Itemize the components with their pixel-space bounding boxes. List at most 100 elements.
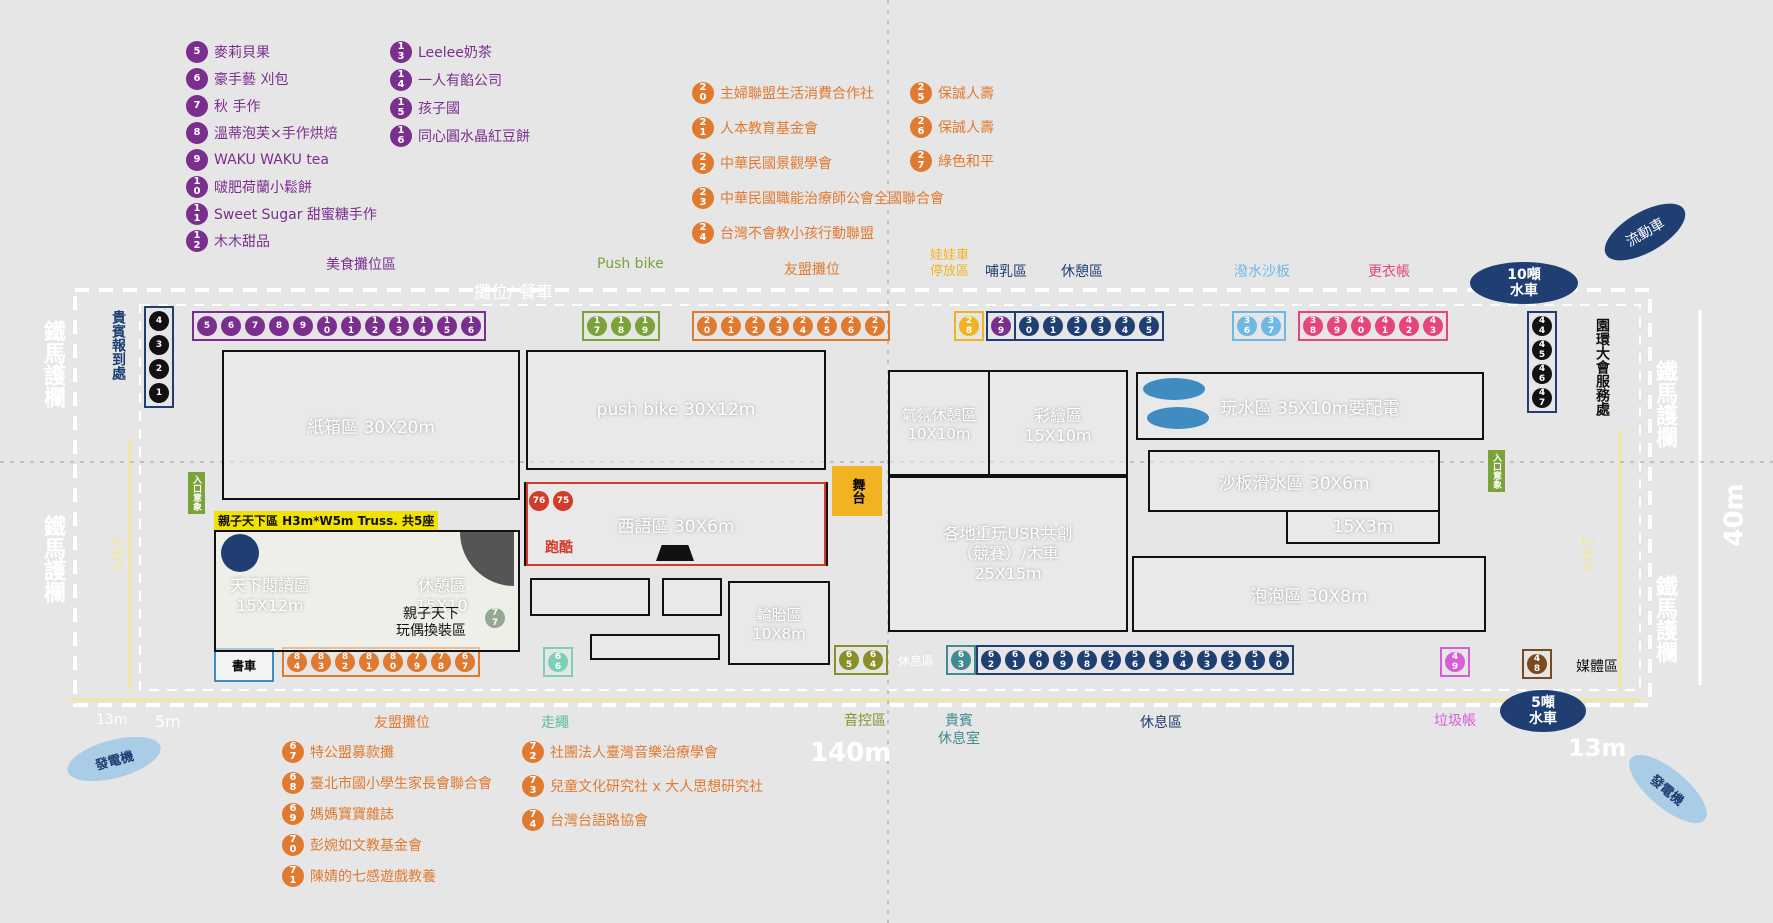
dim-5: 5m xyxy=(155,712,181,731)
zone-water-label: 玩水區 35X10m要配電 xyxy=(1220,398,1400,419)
legend-text-24: 台灣不會教小孩行動聯盟 xyxy=(720,226,874,242)
legend-text-73: 兒童文化研究社 x 大人思想研究社 xyxy=(550,779,764,795)
water-pool-2 xyxy=(1147,407,1209,429)
legend-badge-7: 7 xyxy=(186,95,208,117)
railing-left-bottom: 鐵馬護欄 xyxy=(40,515,65,603)
legend-text-26: 保誠人壽 xyxy=(938,120,994,136)
legend-text-16: 同心圓水晶紅豆餅 xyxy=(418,129,530,145)
water-pool-1 xyxy=(1143,378,1205,400)
dim-40: 40m xyxy=(1719,483,1750,547)
legend-text-20: 主婦聯盟生活消費合作社 xyxy=(720,86,874,102)
generator-left-label: 發電機 xyxy=(93,748,136,774)
railing-left-top: 鐵馬護欄 xyxy=(40,320,65,408)
truss-label: 親子天下區 H3m*W5m Truss. 共5座 xyxy=(218,514,435,528)
vip-checkin-label: 貴賓報到處 xyxy=(110,310,126,380)
railing-right-bottom: 鐵馬護欄 xyxy=(1652,575,1677,663)
stage: 舞台 xyxy=(832,466,882,516)
zone-painting: 彩繪區 15X10m xyxy=(988,370,1128,476)
rest-bottom-label: 休息區 xyxy=(1140,715,1182,731)
legend-text-71: 陳婧的七感遊戲教養 xyxy=(310,869,436,885)
legend-badge-6: 6 xyxy=(186,68,208,90)
dim-140: 140m xyxy=(810,738,892,768)
zone-sandboard-label: 沙板滑水區 30X6m xyxy=(1218,473,1370,494)
stall-4: 4 xyxy=(149,311,169,331)
parkour-stalls: 76 75 xyxy=(526,488,576,514)
dim-24-right: 24m xyxy=(1578,536,1598,573)
parkour-stall-75: 75 xyxy=(553,491,573,511)
truck-10-label: 10噸 水車 xyxy=(1507,267,1541,299)
truck-10-oval: 10噸 水車 xyxy=(1470,262,1578,304)
parkour-platform xyxy=(656,545,694,561)
media-label: 媒體區 xyxy=(1576,659,1618,675)
zone-bubble: 泡泡區 30X8m xyxy=(1132,556,1486,632)
zone-cardboard: 紙箱區 30X20m xyxy=(222,350,520,500)
zone-sandboard: 沙板滑水區 30X6m xyxy=(1148,450,1440,512)
legend-text-7: 秋 手作 xyxy=(214,99,261,115)
legend-text-25: 保誠人壽 xyxy=(938,86,994,102)
stall-5: 5 xyxy=(197,316,217,336)
zone-15x3-label: 15X3m xyxy=(1332,517,1394,537)
truss-banner: 親子天下區 H3m*W5m Truss. 共5座 xyxy=(214,511,439,530)
rest-top-label: 休憩區 xyxy=(1061,264,1103,280)
legend-text-22: 中華民國景觀學會 xyxy=(720,156,832,172)
zone-balloon: 氣氛休憩區 10X10m xyxy=(888,370,990,476)
parkour-label: 跑酷 xyxy=(545,540,573,556)
legend-text-10: 啵肥荷蘭小鬆餅 xyxy=(214,180,312,196)
legend-text-21: 人本教育基金會 xyxy=(720,121,818,137)
legend-text-72: 社團法人臺灣音樂治療學會 xyxy=(550,745,718,761)
service-label: 園環大會服務處 xyxy=(1594,318,1610,416)
ally-top-label: 友盟攤位 xyxy=(784,262,840,278)
legend-badge-9: 9 xyxy=(186,149,208,171)
